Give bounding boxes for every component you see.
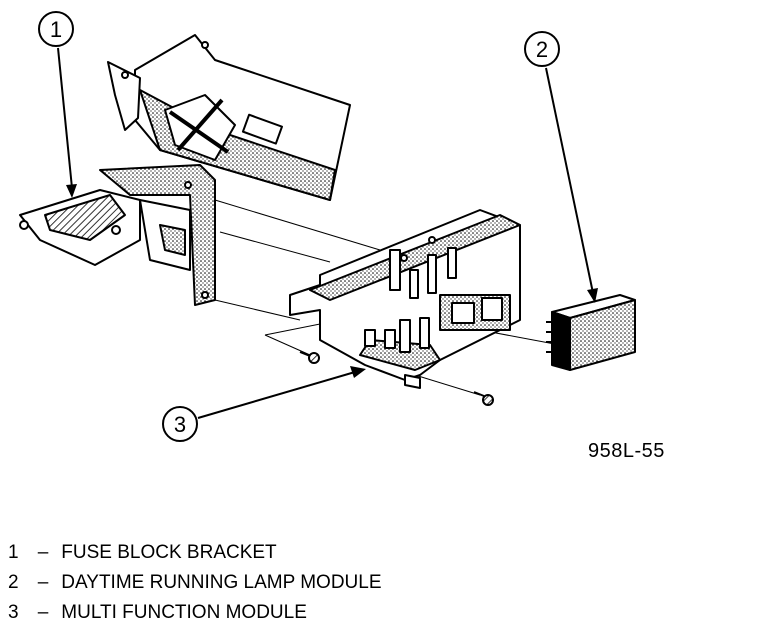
callout-1-number: 1 bbox=[50, 17, 62, 42]
mounting-screw bbox=[299, 351, 320, 364]
legend-label: DAYTIME RUNNING LAMP MODULE bbox=[61, 572, 382, 593]
legend-item: 3– MULTI FUNCTION MODULE bbox=[8, 598, 748, 628]
legend-item: 1– FUSE BLOCK BRACKET bbox=[8, 538, 748, 568]
legend: 1– FUSE BLOCK BRACKET 2– DAYTIME RUNNING… bbox=[8, 538, 748, 628]
exploded-view-diagram: 1 2 3 bbox=[19, 11, 636, 442]
figure-id: 958L-55 bbox=[588, 440, 665, 462]
legend-label: FUSE BLOCK BRACKET bbox=[61, 542, 277, 563]
callout-2: 2 bbox=[524, 31, 598, 303]
legend-item: 2– DAYTIME RUNNING LAMP MODULE bbox=[8, 568, 748, 598]
legend-number: 3 bbox=[8, 602, 19, 623]
legend-dash: – bbox=[37, 542, 49, 563]
legend-number: 1 bbox=[8, 542, 19, 563]
callout-3-number: 3 bbox=[174, 412, 186, 437]
multi-function-module bbox=[289, 209, 521, 389]
legend-number: 2 bbox=[8, 572, 19, 593]
callout-2-number: 2 bbox=[536, 37, 548, 62]
legend-label: MULTI FUNCTION MODULE bbox=[61, 602, 307, 623]
callout-3: 3 bbox=[162, 366, 366, 442]
mounting-screw bbox=[473, 391, 494, 406]
legend-dash: – bbox=[37, 572, 49, 593]
fuse-block-bracket bbox=[19, 34, 351, 306]
daytime-running-lamp-module bbox=[546, 294, 636, 371]
legend-dash: – bbox=[37, 602, 49, 623]
callout-1: 1 bbox=[38, 11, 77, 198]
